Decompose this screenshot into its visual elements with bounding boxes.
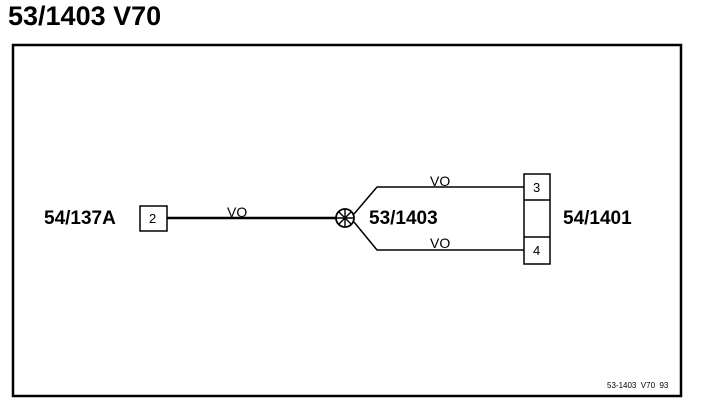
right-connector-body [523,173,551,265]
right-connector-pin-3: 3 [533,180,540,195]
diagram-frame [11,43,683,398]
left-connector-pin-box [139,205,168,232]
wire-lower-branch [353,221,524,251]
reference-code: 53-1403 V70 93 [607,381,669,390]
right-connector-label: 54/1401 [563,208,632,229]
left-connector-label: 54/137A [44,208,116,229]
wire-lower-label: VO [430,235,450,251]
splice-label: 53/1403 [369,208,438,229]
left-connector-pin-number: 2 [149,211,156,226]
page-title: 53/1403 V70 [8,1,162,31]
wire-main-label: VO [227,204,247,220]
wire-upper-label: VO [430,173,450,189]
splice-icon [335,208,355,228]
wire-upper-branch [353,186,524,215]
right-connector-pin-4: 4 [533,243,540,258]
